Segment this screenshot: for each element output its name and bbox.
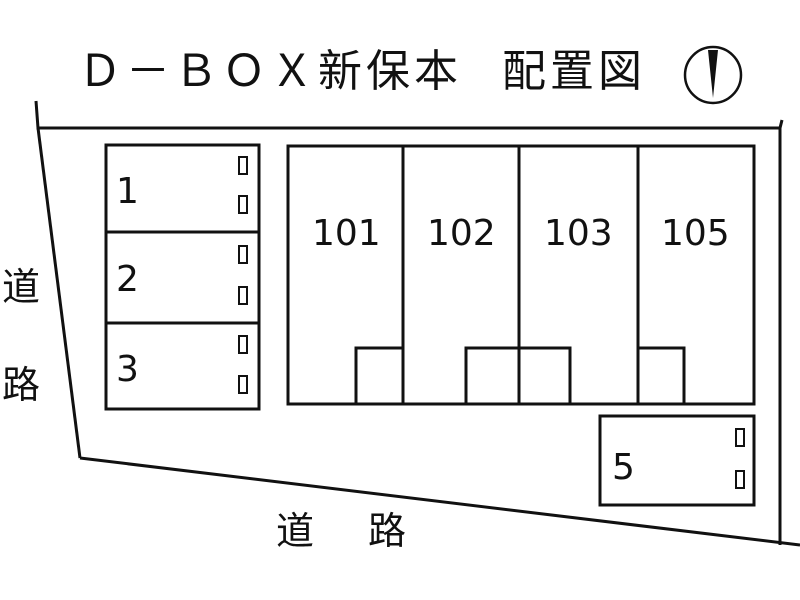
road-bottom-char-2: 路 — [368, 509, 407, 553]
road-bottom-char-1: 道 — [276, 509, 315, 553]
unit-label-101: 101 — [312, 213, 381, 254]
parking-label-1: 1 — [116, 171, 139, 212]
unit-label-105: 105 — [661, 213, 730, 254]
entrance-105 — [636, 346, 686, 406]
building — [286, 144, 756, 406]
parking-label-3: 3 — [116, 349, 139, 390]
road-left-char-1: 道 — [2, 265, 41, 309]
site-bottom-edge — [79, 456, 800, 547]
north-arrow-icon — [683, 45, 743, 105]
road-left-char-2: 路 — [2, 363, 41, 407]
building-name: Ｄ－ＢＯＸ新保本 — [78, 46, 462, 97]
unit-label-103: 103 — [544, 213, 613, 254]
site-left-edge — [36, 127, 82, 459]
page-title: Ｄ－ＢＯＸ新保本配置図 — [78, 50, 646, 94]
entrance-101 — [354, 346, 405, 406]
parking-space-5 — [598, 414, 756, 507]
parking-label-2: 2 — [116, 259, 139, 300]
title-suffix: 配置図 — [502, 46, 646, 97]
entrance-103 — [517, 346, 572, 406]
parking-space-3 — [104, 321, 261, 411]
entrance-102 — [464, 346, 521, 406]
parking-label-5: 5 — [612, 447, 635, 488]
site-boundary — [34, 100, 784, 130]
unit-label-102: 102 — [427, 213, 496, 254]
